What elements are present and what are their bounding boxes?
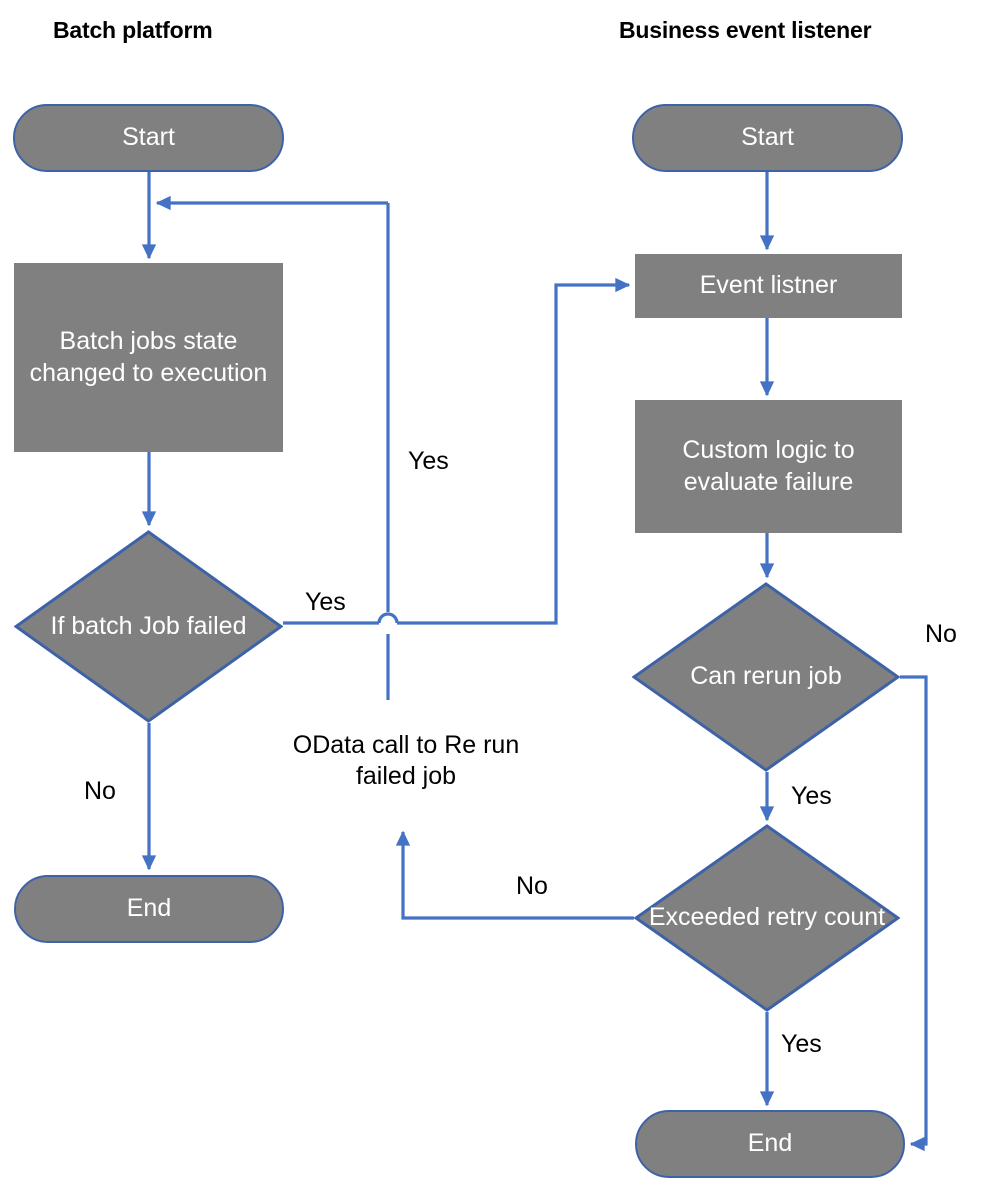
node-right-custom-logic-label: Custom logic to evaluate failure bbox=[682, 436, 855, 496]
node-right-can-rerun-label: Can rerun job bbox=[690, 662, 842, 691]
edge-label-yes-if-failed: Yes bbox=[305, 588, 346, 616]
edge-label-yes-exceeded-retry: Yes bbox=[781, 1030, 822, 1058]
diamond-shape-if-failed bbox=[14, 530, 283, 723]
edge-label-no-if-failed: No bbox=[84, 777, 116, 805]
node-left-end[interactable]: End bbox=[14, 875, 284, 943]
lane-title-business-event-listener: Business event listener bbox=[619, 17, 872, 43]
node-right-exceeded-retry-label: Exceeded retry count bbox=[648, 903, 886, 932]
node-left-start[interactable]: Start bbox=[13, 104, 284, 172]
diamond-shape-can-rerun bbox=[632, 582, 900, 772]
edge-label-yes-feedback: Yes bbox=[408, 447, 449, 475]
edge-can-rerun-no-to-end bbox=[900, 675, 928, 1152]
node-left-end-label: End bbox=[126, 894, 172, 923]
diamond-shape-exceeded-retry bbox=[634, 824, 900, 1012]
edge-label-no-exceeded-retry: No bbox=[516, 872, 548, 900]
node-left-batch-state[interactable]: Batch jobs state changed to execution bbox=[14, 263, 283, 452]
node-left-if-failed[interactable]: If batch Job failed bbox=[14, 530, 283, 723]
node-right-can-rerun[interactable]: Can rerun job bbox=[632, 582, 900, 772]
edge-line-hop bbox=[377, 612, 399, 624]
edge-label-no-can-rerun: No bbox=[925, 620, 957, 648]
edge-label-yes-can-rerun: Yes bbox=[791, 782, 832, 810]
lane-title-batch-platform: Batch platform bbox=[53, 17, 213, 43]
node-right-start[interactable]: Start bbox=[632, 104, 903, 172]
node-right-exceeded-retry[interactable]: Exceeded retry count bbox=[634, 824, 900, 1012]
node-left-batch-state-label: Batch jobs state changed to execution bbox=[29, 327, 268, 387]
node-left-start-label: Start bbox=[122, 123, 175, 152]
node-right-start-label: Start bbox=[741, 123, 794, 152]
node-left-if-failed-label: If batch Job failed bbox=[50, 611, 247, 640]
node-right-custom-logic[interactable]: Custom logic to evaluate failure bbox=[635, 400, 902, 533]
node-right-event-listener-label: Event listner bbox=[699, 271, 838, 300]
node-right-end-label: End bbox=[747, 1129, 793, 1158]
node-right-event-listener[interactable]: Event listner bbox=[635, 254, 902, 318]
node-right-end[interactable]: End bbox=[635, 1110, 905, 1178]
edge-label-odata-call: OData call to Re run failed job bbox=[292, 731, 520, 791]
